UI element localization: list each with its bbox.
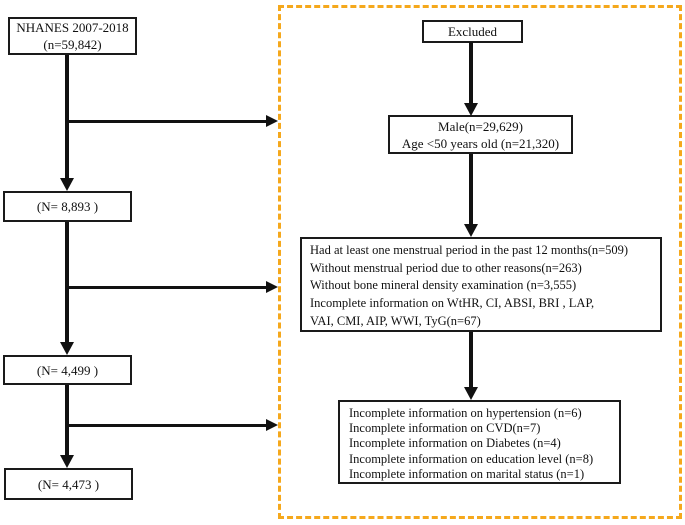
sample-n4499-box: (N= 4,499 ): [3, 355, 132, 385]
sample-n4499-label: (N= 4,499 ): [36, 362, 99, 378]
arrow-down-line-3: [65, 385, 69, 456]
arrow-down-head-3: [60, 455, 74, 468]
exclusion1-line-5: VAI, CMI, AIP, WWI, TyG(n=67): [310, 313, 481, 328]
exclusion2-line-2: Incomplete information on CVD(n=7): [349, 421, 541, 436]
exclusion1-line-4: Incomplete information on WtHR, CI, ABSI…: [310, 296, 595, 311]
age-exclusion-line: Age <50 years old (n=21,320): [401, 135, 560, 151]
exclusion2-line-5: Incomplete information on marital status…: [349, 466, 585, 481]
exclusion2-line-1: Incomplete information on hypertension (…: [349, 406, 582, 420]
arrow-right-head-1: [266, 115, 278, 127]
exclusion2-line-3: Incomplete information on Diabetes (n=4): [349, 436, 561, 451]
male-exclusion-line: Male(n=29,629): [438, 118, 523, 134]
arrow-down-line-2: [65, 222, 69, 343]
exclusion-reasons-box-1: Had at least one menstrual period in the…: [300, 237, 662, 332]
arrow-right-head-2: [266, 281, 278, 293]
exclusion-reasons-box-2: Incomplete information on hypertension (…: [338, 400, 621, 484]
arrow-down-line-male: [469, 154, 473, 225]
arrow-down-head-2: [60, 342, 74, 355]
arrow-down-line-exclusion1: [469, 332, 473, 388]
arrow-down-head-male: [464, 224, 478, 237]
excluded-header-box: Excluded: [422, 20, 523, 43]
nhanes-cohort-box: NHANES 2007-2018 (n=59,842): [8, 17, 137, 55]
dashed-exclusion-panel: [278, 5, 682, 519]
exclusion1-line-2: Without menstrual period due to other re…: [310, 260, 582, 275]
sample-n8893-box: (N= 8,893 ): [3, 191, 132, 222]
arrow-down-line-1: [65, 55, 69, 179]
arrow-down-head-excluded: [464, 103, 478, 116]
arrow-down-head-1: [60, 178, 74, 191]
arrow-down-line-excluded: [469, 42, 473, 104]
arrow-right-line-3: [67, 424, 267, 427]
exclusion1-line-1: Had at least one menstrual period in the…: [310, 243, 629, 257]
arrow-right-line-2: [67, 286, 267, 289]
arrow-right-line-1: [67, 120, 267, 123]
sample-n4473-box: (N= 4,473 ): [4, 468, 133, 500]
sample-n8893-label: (N= 8,893 ): [36, 199, 99, 214]
nhanes-box-title: NHANES 2007-2018: [16, 20, 129, 35]
male-age-exclusion-box: Male(n=29,629) Age <50 years old (n=21,3…: [388, 115, 573, 154]
arrow-right-head-3: [266, 419, 278, 431]
nhanes-box-count: (n=59,842): [43, 37, 102, 52]
excluded-header-label: Excluded: [447, 24, 498, 39]
exclusion1-line-3: Without bone mineral density examination…: [310, 278, 577, 293]
exclusion2-line-4: Incomplete information on education leve…: [349, 451, 594, 466]
arrow-down-head-exclusion1: [464, 387, 478, 400]
sample-n4473-label: (N= 4,473 ): [37, 476, 100, 492]
